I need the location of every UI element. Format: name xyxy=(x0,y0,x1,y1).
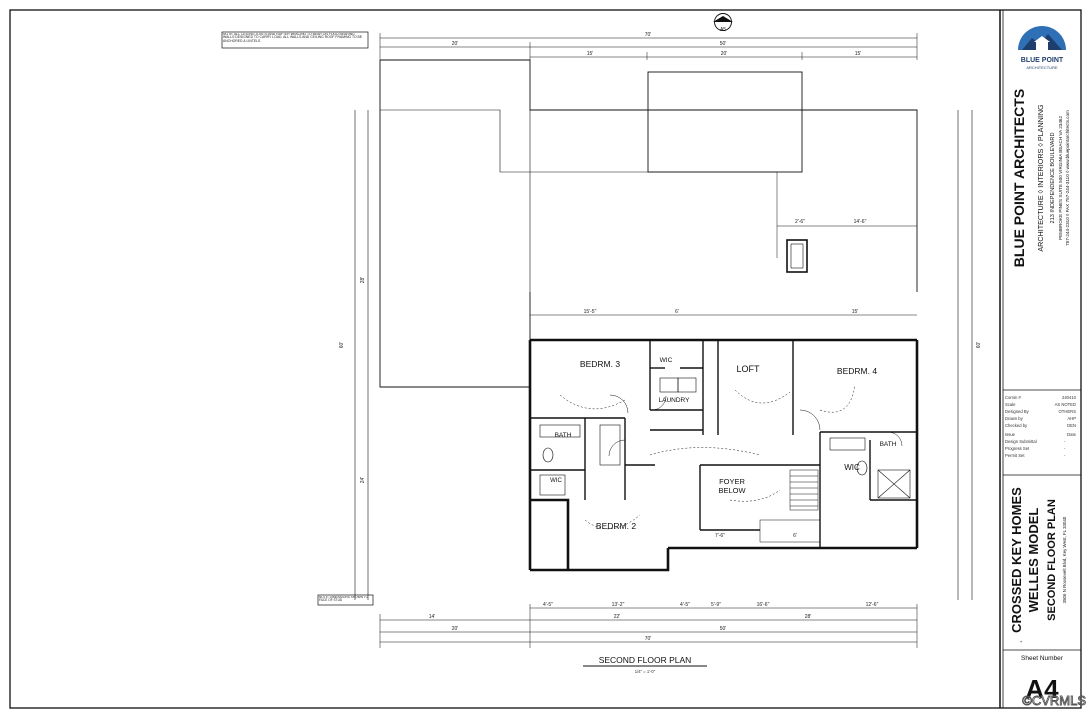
room-foyer-line2: BELOW xyxy=(718,486,746,495)
top-note: NOTE: ALL CEILING JOISTS AND RAFTER BRAC… xyxy=(223,32,363,43)
info-label-7: Progress Set xyxy=(1005,446,1030,451)
dim-b-22: 22' xyxy=(614,614,621,620)
dim-b-4-5b: 4'-5" xyxy=(680,602,690,608)
info-value-8: - xyxy=(1064,453,1066,458)
dim-top-left: 20' xyxy=(452,41,459,47)
info-value-0: 240410 xyxy=(1062,395,1077,400)
info-label-4: Checked by xyxy=(1005,423,1028,428)
dim-b-12-6: 12'-6" xyxy=(866,602,879,608)
floor-plan: A5 NOTE: ALL CEILING JOISTS AND RAFTER B… xyxy=(221,13,982,674)
dim-left-28: 28' xyxy=(360,277,366,284)
room-bedrm3: BEDRM. 3 xyxy=(580,359,620,369)
sheet-border xyxy=(9,9,1082,709)
firm-address: 213 INDEPENDENCE BOULEVARD xyxy=(1050,133,1056,224)
title-block: BLUE POINT ARCHITECTURE BLUE POINT ARCHI… xyxy=(1003,18,1081,704)
dim-bot-mid: 50' xyxy=(720,626,727,632)
dim-top-sub2: 20' xyxy=(721,51,728,57)
room-bedrm4: BEDRM. 4 xyxy=(837,366,877,376)
dim-7-6: 7'-6" xyxy=(715,533,725,539)
info-label-8: Permit Set xyxy=(1005,453,1025,458)
info-label-0: Comm # xyxy=(1005,395,1021,400)
left-note: NOTE: DIMENSIONS SHOWN TO FACE OF STUD xyxy=(319,595,369,603)
room-bedrm2: BEDRM. 2 xyxy=(596,521,636,531)
room-bath-left: BATH xyxy=(555,432,572,439)
watermark: ©CVRMLS xyxy=(1022,693,1086,708)
info-value-2: OTHERS xyxy=(1059,409,1077,414)
project-info-table: Comm # 240410 Scale AS NOTED Designed By… xyxy=(1005,395,1077,458)
dim-14-6: 14'-6" xyxy=(854,219,867,225)
logo: BLUE POINT ARCHITECTURE xyxy=(1010,18,1074,76)
dim-b-13-2: 13'-2" xyxy=(612,602,625,608)
dim-b-16-6: 16'-6" xyxy=(757,602,770,608)
dim-right-60: 60' xyxy=(976,342,982,349)
dim-top-sub3: 15' xyxy=(855,51,862,57)
dim-left-24: 24' xyxy=(360,477,366,484)
info-label-5: Issue xyxy=(1005,432,1016,437)
dim-room-15-5: 15'-5" xyxy=(584,309,597,315)
firm-contact: 757-244-2310 ◊ FAX 757-244-3110 ◊ www.bl… xyxy=(1065,110,1070,246)
dim-top-sub1: 15' xyxy=(587,51,594,57)
project-line3: SECOND FLOOR PLAN xyxy=(1046,499,1058,621)
firm-services: ARCHITECTURE ◊ INTERIORS ◊ PLANNING xyxy=(1036,104,1045,252)
room-wic-left: WIC xyxy=(660,357,673,364)
room-loft: LOFT xyxy=(736,364,760,374)
dim-bot-overall: 70' xyxy=(645,636,652,642)
info-value-6: - xyxy=(1064,439,1066,444)
dim-bot-left: 20' xyxy=(452,626,459,632)
dim-left-60: 60' xyxy=(339,342,345,349)
project-dash: - xyxy=(1020,639,1023,646)
project-address: 3506 N Roosevelt Blvd, Key West, FL 3304… xyxy=(1062,516,1067,603)
firm-address2: PEMBROKE PINES SUITE 500 VIRGINIA BEACH … xyxy=(1058,116,1063,240)
logo-sub: ARCHITECTURE xyxy=(1026,65,1058,70)
dim-b-4-5: 4'-5" xyxy=(543,602,553,608)
project-line1: CROSSED KEY HOMES xyxy=(1009,487,1024,633)
dim-top-mid: 50' xyxy=(720,41,727,47)
plan-title: SECOND FLOOR PLAN xyxy=(599,655,692,665)
logo-name: BLUE POINT xyxy=(1021,57,1064,64)
sheet-number: A4 xyxy=(1025,674,1059,704)
dim-top-overall: 70' xyxy=(645,32,652,38)
dim-room-15: 15' xyxy=(852,309,859,315)
dim-b-5-9: 5'-9" xyxy=(711,602,721,608)
room-foyer-line1: FOYER xyxy=(719,477,745,486)
info-label-6: Design Submittal xyxy=(1005,439,1037,444)
north-arrow-label: A5 xyxy=(720,27,726,33)
sheet-number-label: Sheet Number xyxy=(1021,655,1064,662)
info-value-1: AS NOTED xyxy=(1055,402,1076,407)
info-value-3: AHP xyxy=(1067,416,1076,421)
info-value-5: Date xyxy=(1067,432,1077,437)
room-wic-lower: WIC xyxy=(550,478,562,484)
north-arrow-icon: A5 xyxy=(713,13,733,33)
project-line2: WELLES MODEL xyxy=(1026,508,1041,613)
dim-2-6: 2'-6" xyxy=(795,219,805,225)
info-label-3: Drawn by xyxy=(1005,416,1024,421)
dim-b-14: 14' xyxy=(429,614,436,620)
info-label-2: Designed By xyxy=(1005,409,1030,414)
info-value-7: - xyxy=(1064,446,1066,451)
dim-b-28: 28' xyxy=(805,614,812,620)
room-laundry: LAUNDRY xyxy=(659,397,691,404)
info-value-4: DEN xyxy=(1067,423,1076,428)
firm-name: BLUE POINT ARCHITECTS xyxy=(1011,89,1027,267)
room-wic-right: WIC xyxy=(844,463,860,472)
dim-room-6: 6' xyxy=(675,309,679,315)
dim-6: 6' xyxy=(793,533,797,539)
room-bath-right: BATH xyxy=(880,441,897,448)
info-label-1: Scale xyxy=(1005,402,1016,407)
plan-scale: 1/4" = 1'-0" xyxy=(635,669,656,674)
